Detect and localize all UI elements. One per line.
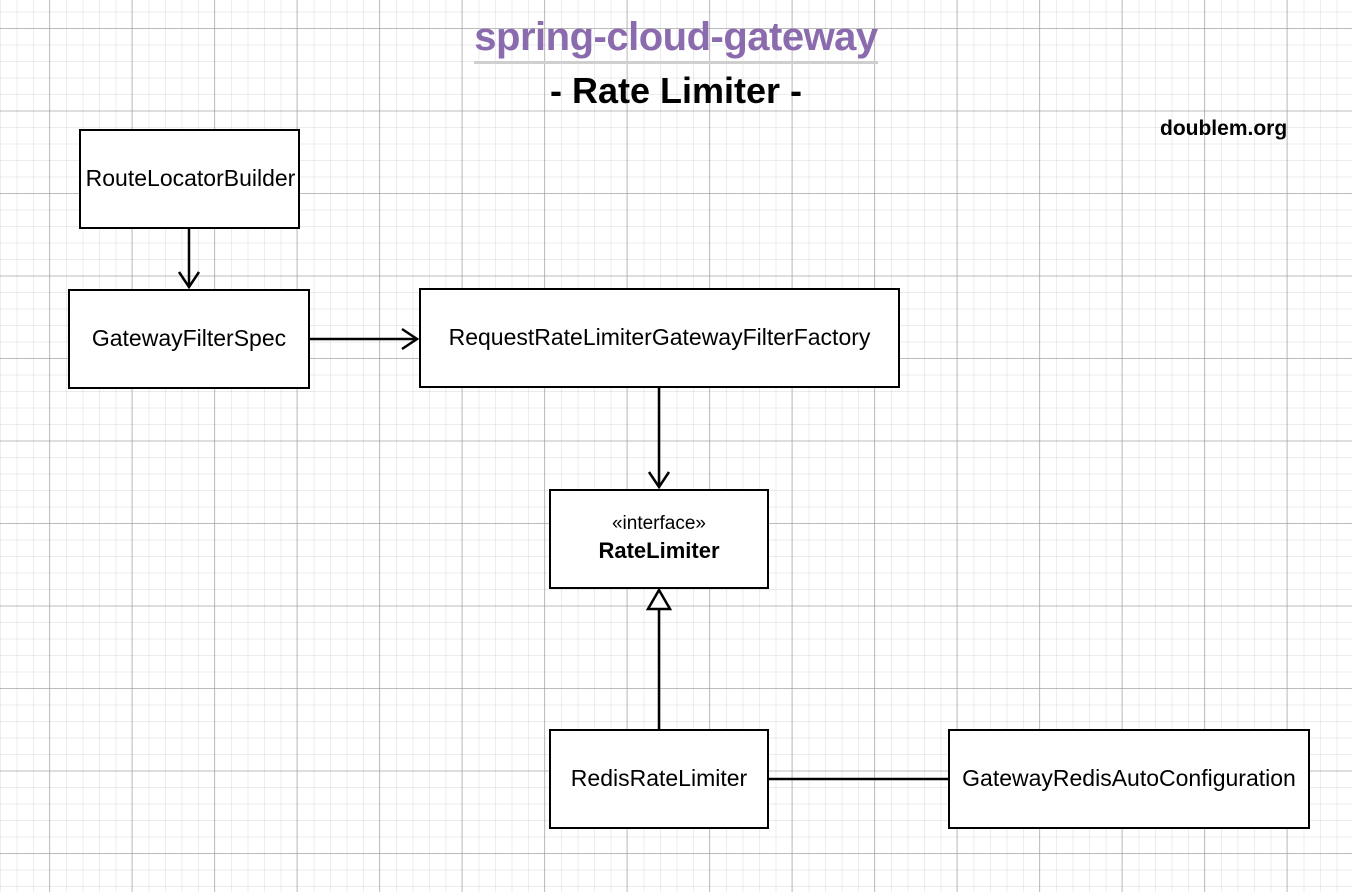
page-subtitle: - Rate Limiter -: [549, 70, 803, 111]
node-label: GatewayFilterSpec: [91, 325, 287, 352]
node-gateway-filter-spec[interactable]: GatewayFilterSpec: [68, 289, 310, 389]
edge-redisratelimiter-to-ratelimiter: [645, 587, 673, 729]
node-label: RouteLocatorBuilder: [85, 165, 296, 192]
node-gateway-redis-auto-configuration[interactable]: GatewayRedisAutoConfiguration: [948, 729, 1310, 829]
watermark-label: doublem.org: [1160, 117, 1288, 140]
diagram-title-block: spring-cloud-gateway - Rate Limiter -: [0, 14, 1352, 112]
edge-requestratelimiterfactory-to-ratelimiter: [647, 388, 671, 490]
node-label: GatewayRedisAutoConfiguration: [962, 765, 1296, 792]
node-rate-limiter[interactable]: «interface» RateLimiter: [549, 489, 769, 589]
node-label: RequestRateLimiterGatewayFilterFactory: [448, 324, 871, 351]
edge-gatewayfilterspec-to-requestratelimiterfactory: [310, 327, 420, 351]
node-request-rate-limiter-gateway-filter-factory[interactable]: RequestRateLimiterGatewayFilterFactory: [419, 288, 900, 388]
page-title: spring-cloud-gateway: [474, 14, 878, 64]
node-redis-rate-limiter[interactable]: RedisRateLimiter: [549, 729, 769, 829]
node-stereotype: «interface»: [611, 513, 706, 535]
node-route-locator-builder[interactable]: RouteLocatorBuilder: [79, 129, 300, 229]
edge-routelocatorbuilder-to-gatewayfilterspec: [177, 229, 201, 290]
node-label: RateLimiter: [598, 538, 720, 564]
node-label: RedisRateLimiter: [570, 765, 748, 792]
